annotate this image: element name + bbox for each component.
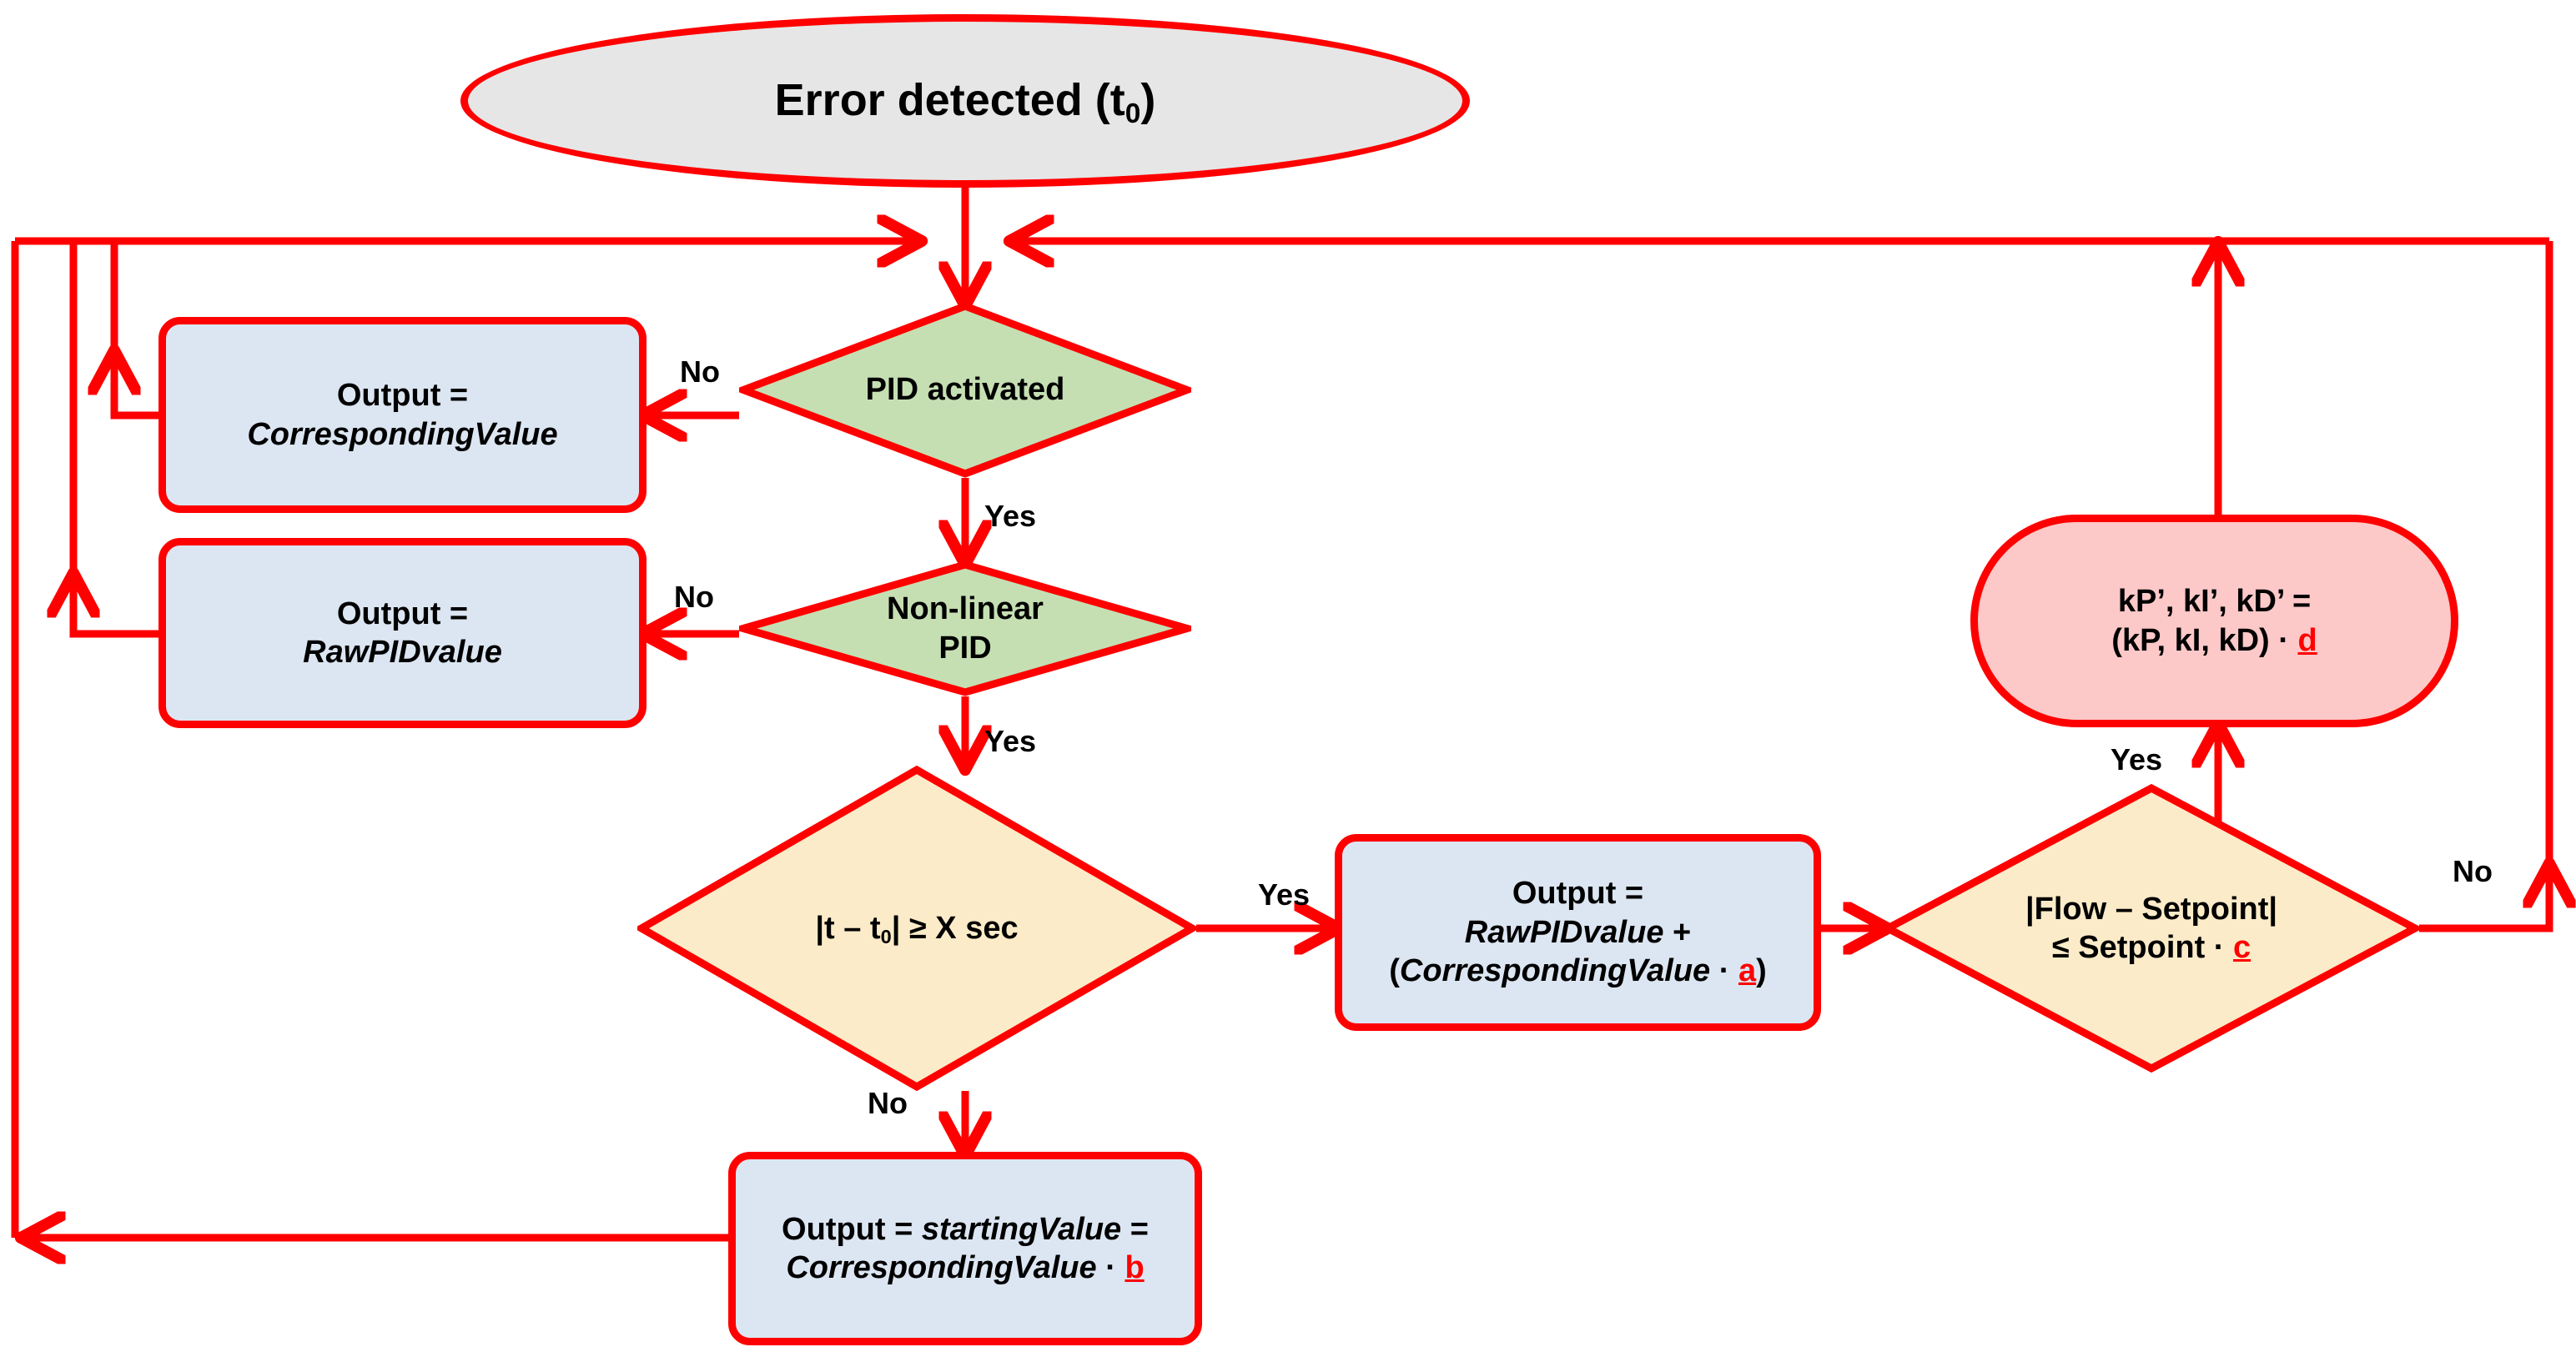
- node-output-rawpidvalue-label: Output = RawPIDvalue: [303, 596, 502, 670]
- node-output-startingvalue[interactable]: Output = startingValue = CorrespondingVa…: [728, 1152, 1202, 1345]
- node-flow-tolerance[interactable]: |Flow – Setpoint| ≤ Setpoint · c: [1884, 784, 2419, 1073]
- node-output-blend-label: Output = RawPIDvalue + (CorrespondingVal…: [1389, 876, 1767, 989]
- node-time-threshold-label: |t – t0| ≥ X sec: [815, 910, 1019, 947]
- node-error-detected[interactable]: Error detected (t0): [460, 14, 1470, 188]
- edge-label-pid-no: No: [680, 354, 720, 389]
- edge-corr-feedback: [114, 354, 158, 420]
- diamond-shape: [1884, 784, 2419, 1073]
- edge-label-flow-yes: Yes: [2111, 742, 2163, 776]
- node-output-blend[interactable]: Output = RawPIDvalue + (CorrespondingVal…: [1335, 834, 1821, 1031]
- edge-label-pid-yes: Yes: [984, 499, 1037, 533]
- node-non-linear-pid-label: Non-linear PID: [887, 591, 1044, 666]
- node-output-correspondingvalue-label: Output = CorrespondingValue: [247, 378, 558, 452]
- node-gain-update-label: kP’, kI’, kD’ = (kP, kI, kD) · d: [2111, 584, 2317, 658]
- node-gain-update[interactable]: kP’, kI’, kD’ = (kP, kI, kD) · d: [1970, 515, 2458, 727]
- edge-label-time-yes: Yes: [1258, 877, 1311, 912]
- edge-label-nonlinear-no: No: [674, 580, 714, 614]
- node-pid-activated[interactable]: PID activated: [739, 302, 1191, 478]
- node-output-correspondingvalue[interactable]: Output = CorrespondingValue: [158, 317, 647, 513]
- node-pid-activated-label: PID activated: [865, 372, 1065, 408]
- node-error-detected-label: Error detected (t0): [774, 75, 1156, 129]
- edge-flow-no: [2419, 867, 2549, 932]
- edge-raw-feedback: [73, 577, 158, 638]
- edge-label-nonlinear-yes: Yes: [984, 724, 1037, 758]
- node-output-rawpidvalue[interactable]: Output = RawPIDvalue: [158, 538, 647, 728]
- diamond-shape: [739, 302, 1191, 478]
- node-non-linear-pid[interactable]: Non-linear PID: [739, 560, 1191, 696]
- diamond-shape: [637, 766, 1196, 1091]
- diamond-shape: [739, 560, 1191, 696]
- node-time-threshold[interactable]: |t – t0| ≥ X sec: [637, 766, 1196, 1091]
- edge-label-time-no: No: [868, 1086, 908, 1120]
- node-flow-tolerance-label: |Flow – Setpoint| ≤ Setpoint · c: [2025, 891, 2278, 965]
- node-output-startingvalue-label: Output = startingValue = CorrespondingVa…: [782, 1211, 1149, 1285]
- edge-label-flow-no: No: [2453, 854, 2493, 888]
